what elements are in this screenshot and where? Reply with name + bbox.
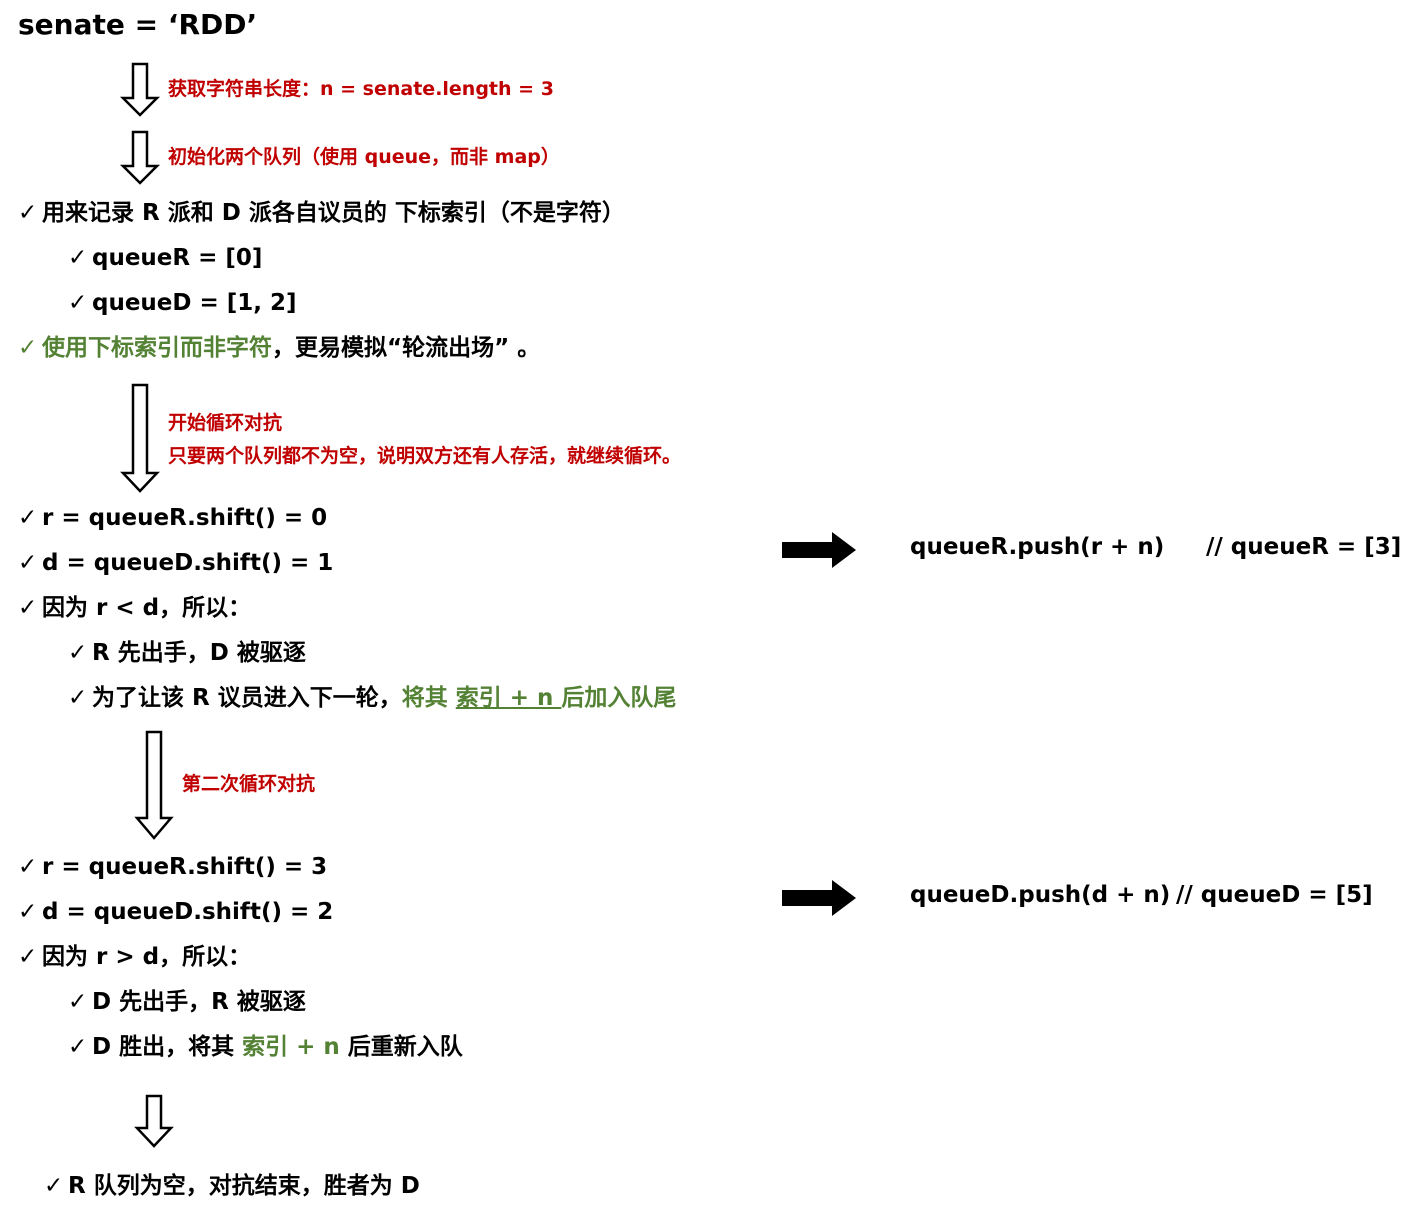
check-icon: ✓ — [18, 944, 38, 970]
round2-condition: ✓因为 r > d，所以： — [18, 944, 252, 970]
round2-push-code: queueD.push(d + n) — [910, 882, 1171, 908]
round1-push-code: queueR.push(r + n) — [910, 534, 1165, 560]
round1-action: ✓为了让该 R 议员进入下一轮，将其 索引 + n 后加入队尾 — [68, 685, 677, 711]
round1-push-comment: // queueR = [3] — [1206, 534, 1402, 560]
round2-action: ✓D 胜出，将其 索引 + n 后重新入队 — [68, 1034, 463, 1060]
round2-result: ✓D 先出手，R 被驱逐 — [68, 989, 306, 1015]
init-description: ✓用来记录 R 派和 D 派各自议员的 下标索引（不是字符） — [18, 200, 625, 226]
round2-r-shift: ✓r = queueR.shift() = 3 — [18, 854, 328, 880]
check-icon: ✓ — [68, 685, 88, 711]
check-icon: ✓ — [44, 1173, 64, 1199]
final-result: ✓R 队列为空，对抗结束，胜者为 D — [44, 1173, 420, 1199]
title: senate = ‘RDD’ — [18, 8, 258, 41]
check-icon: ✓ — [18, 550, 38, 576]
check-icon: ✓ — [68, 290, 88, 316]
round2-push-comment: // queueD = [5] — [1176, 882, 1373, 908]
queue-r-init: ✓queueR = [0] — [68, 245, 263, 271]
down-arrow-icon — [119, 130, 161, 185]
check-icon: ✓ — [68, 640, 88, 666]
step-init-queues: 初始化两个队列（使用 queue，而非 map） — [168, 146, 560, 168]
check-icon: ✓ — [18, 200, 38, 226]
check-icon: ✓ — [68, 245, 88, 271]
round2-d-shift: ✓d = queueD.shift() = 2 — [18, 899, 334, 925]
down-arrow-icon — [134, 1094, 174, 1148]
loop2-title: 第二次循环对抗 — [182, 773, 316, 795]
check-icon: ✓ — [68, 989, 88, 1015]
loop1-description: 只要两个队列都不为空，说明双方还有人存活，就继续循环。 — [168, 445, 682, 467]
queue-d-init: ✓queueD = [1, 2] — [68, 290, 297, 316]
round1-r-shift: ✓r = queueR.shift() = 0 — [18, 505, 328, 531]
step-get-length: 获取字符串长度：n = senate.length = 3 — [168, 78, 554, 100]
loop1-title: 开始循环对抗 — [168, 412, 283, 434]
init-note: ✓使用下标索引而非字符，更易模拟“轮流出场” 。 — [18, 335, 541, 361]
check-icon: ✓ — [18, 899, 38, 925]
check-icon: ✓ — [18, 505, 38, 531]
round1-result: ✓R 先出手，D 被驱逐 — [68, 640, 306, 666]
round1-d-shift: ✓d = queueD.shift() = 1 — [18, 550, 334, 576]
check-icon: ✓ — [18, 335, 38, 361]
check-icon: ✓ — [18, 854, 38, 880]
check-icon: ✓ — [68, 1034, 88, 1060]
down-arrow-icon — [134, 730, 174, 840]
round1-condition: ✓因为 r < d，所以： — [18, 595, 252, 621]
right-arrow-icon — [782, 880, 856, 916]
down-arrow-icon — [120, 383, 160, 493]
down-arrow-icon — [119, 62, 161, 117]
right-arrow-icon — [782, 532, 856, 568]
check-icon: ✓ — [18, 595, 38, 621]
